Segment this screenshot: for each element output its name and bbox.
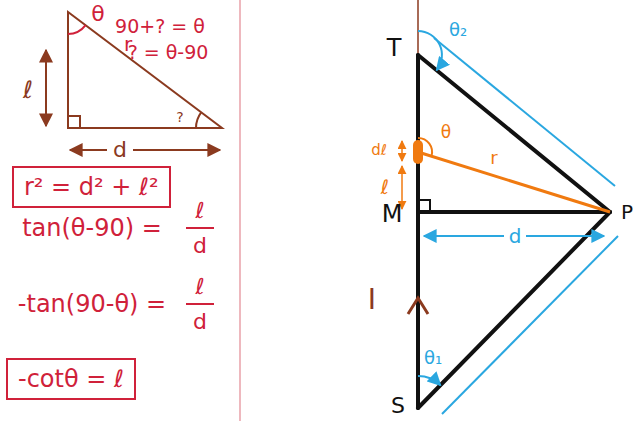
wire-triangle [418,55,610,408]
point-label: M [382,201,403,227]
boxed-equation: r² = d² + ℓ² [12,166,171,208]
current-arrow [408,298,428,314]
angle-label: θ₁ [424,348,442,368]
angle-label: ? [176,110,183,125]
margin-line [239,0,241,421]
angle-arc [68,25,86,34]
length-label: d [509,225,522,247]
fraction-numerator: ℓ [195,199,204,223]
fraction-bar [186,303,214,305]
element-label: dℓ [371,142,387,159]
angle-label: θ [441,123,451,142]
triangle-sketch [46,12,222,150]
point-label: P [621,201,633,223]
length-label: d [113,138,127,162]
point-label: T [387,35,402,61]
current-label: I [368,285,376,316]
point-label: S [391,394,405,418]
blue-marks [418,31,618,414]
current-element [402,138,610,212]
fraction-denominator: d [193,234,207,258]
extension-line [417,0,419,55]
length-label: ℓ [381,176,389,198]
fraction-denominator: d [193,310,207,334]
boxed-equation: -cotθ = ℓ [6,358,136,400]
equation-text: -cotθ = ℓ [18,366,124,392]
length-label: r [124,33,132,55]
angle-label: θ₂ [449,20,467,40]
equation-text: -tan(90-θ) = [18,291,166,317]
equation-text: r² = d² + ℓ² [24,174,159,200]
right-angle [418,200,430,212]
length-label: ℓ [23,77,33,103]
fraction-bar [186,227,214,229]
equation-note: ? = θ-90 [128,42,209,63]
angle-label: θ [91,2,104,26]
equation-text: tan(θ-90) = [22,215,162,241]
length-label: r [490,148,497,168]
fraction-numerator: ℓ [195,275,204,299]
